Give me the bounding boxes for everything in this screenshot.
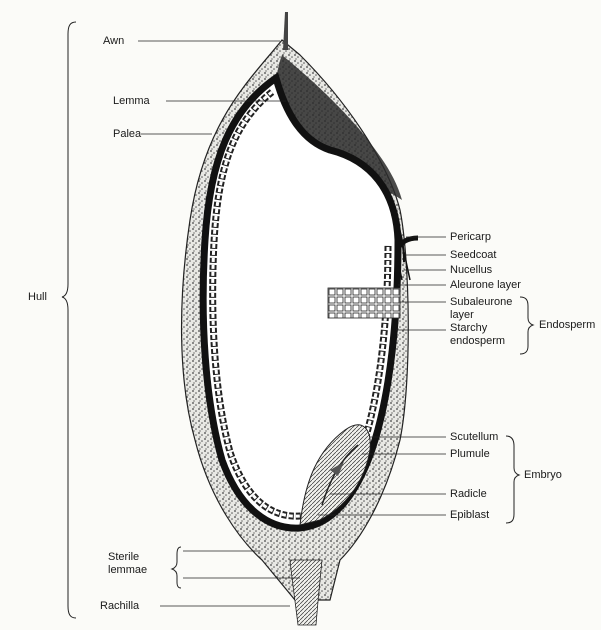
- label-nucellus: Nucellus: [450, 264, 492, 276]
- label-awn: Awn: [103, 35, 124, 47]
- label-plumule: Plumule: [450, 448, 490, 460]
- label-palea: Palea: [113, 128, 141, 140]
- label-radicle: Radicle: [450, 488, 487, 500]
- label-endosperm: Endosperm: [539, 319, 595, 331]
- label-embryo: Embryo: [524, 469, 562, 481]
- label-seedcoat: Seedcoat: [450, 249, 496, 261]
- label-subaleurone: Subaleurone: [450, 296, 512, 308]
- label-starchy: Starchy: [450, 322, 487, 334]
- label-hull: Hull: [28, 291, 47, 303]
- label-lemma: Lemma: [113, 95, 150, 107]
- rachilla: [290, 560, 322, 625]
- endosperm-cells: [328, 288, 400, 318]
- label-rachilla: Rachilla: [100, 600, 139, 612]
- label-pericarp: Pericarp: [450, 231, 491, 243]
- label-sterile-lemmae: lemmae: [108, 564, 147, 576]
- label-aleurone-layer: Aleurone layer: [450, 279, 521, 291]
- label-sterile: Sterile: [108, 551, 139, 563]
- label-epiblast: Epiblast: [450, 509, 489, 521]
- awn: [283, 12, 288, 50]
- label-scutellum: Scutellum: [450, 431, 498, 443]
- label-subaleurone-layer: layer: [450, 309, 474, 321]
- label-starchy-endosperm: endosperm: [450, 335, 505, 347]
